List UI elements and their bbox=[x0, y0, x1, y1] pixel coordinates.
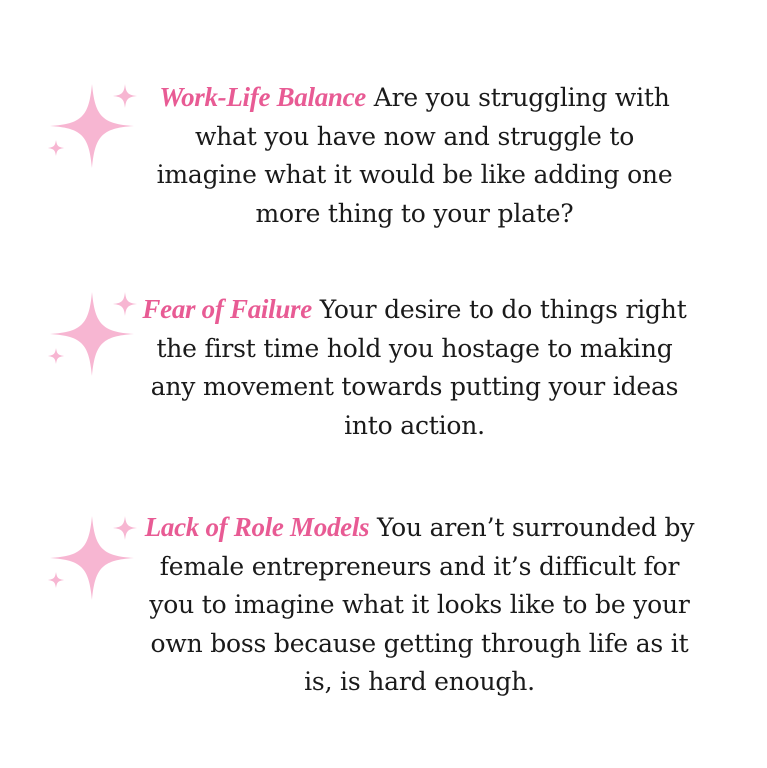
item-heading: Work-Life Balance bbox=[159, 82, 366, 112]
item-heading: Lack of Role Models bbox=[144, 512, 370, 542]
item-body: Your desire to do things right the first… bbox=[150, 295, 687, 440]
sparkle-icon bbox=[40, 508, 150, 618]
item-heading: Fear of Failure bbox=[142, 294, 312, 324]
item-text: Work-Life Balance Are you struggling wit… bbox=[142, 78, 687, 233]
sparkle-icon bbox=[40, 76, 150, 186]
sparkle-icon bbox=[40, 284, 150, 394]
item-text: Lack of Role Models You aren’t surrounde… bbox=[142, 508, 697, 702]
item-text: Fear of Failure Your desire to do things… bbox=[142, 290, 687, 445]
item-body: You aren’t surrounded by female entrepre… bbox=[149, 513, 695, 696]
item-body: Are you struggling with what you have no… bbox=[156, 83, 673, 228]
